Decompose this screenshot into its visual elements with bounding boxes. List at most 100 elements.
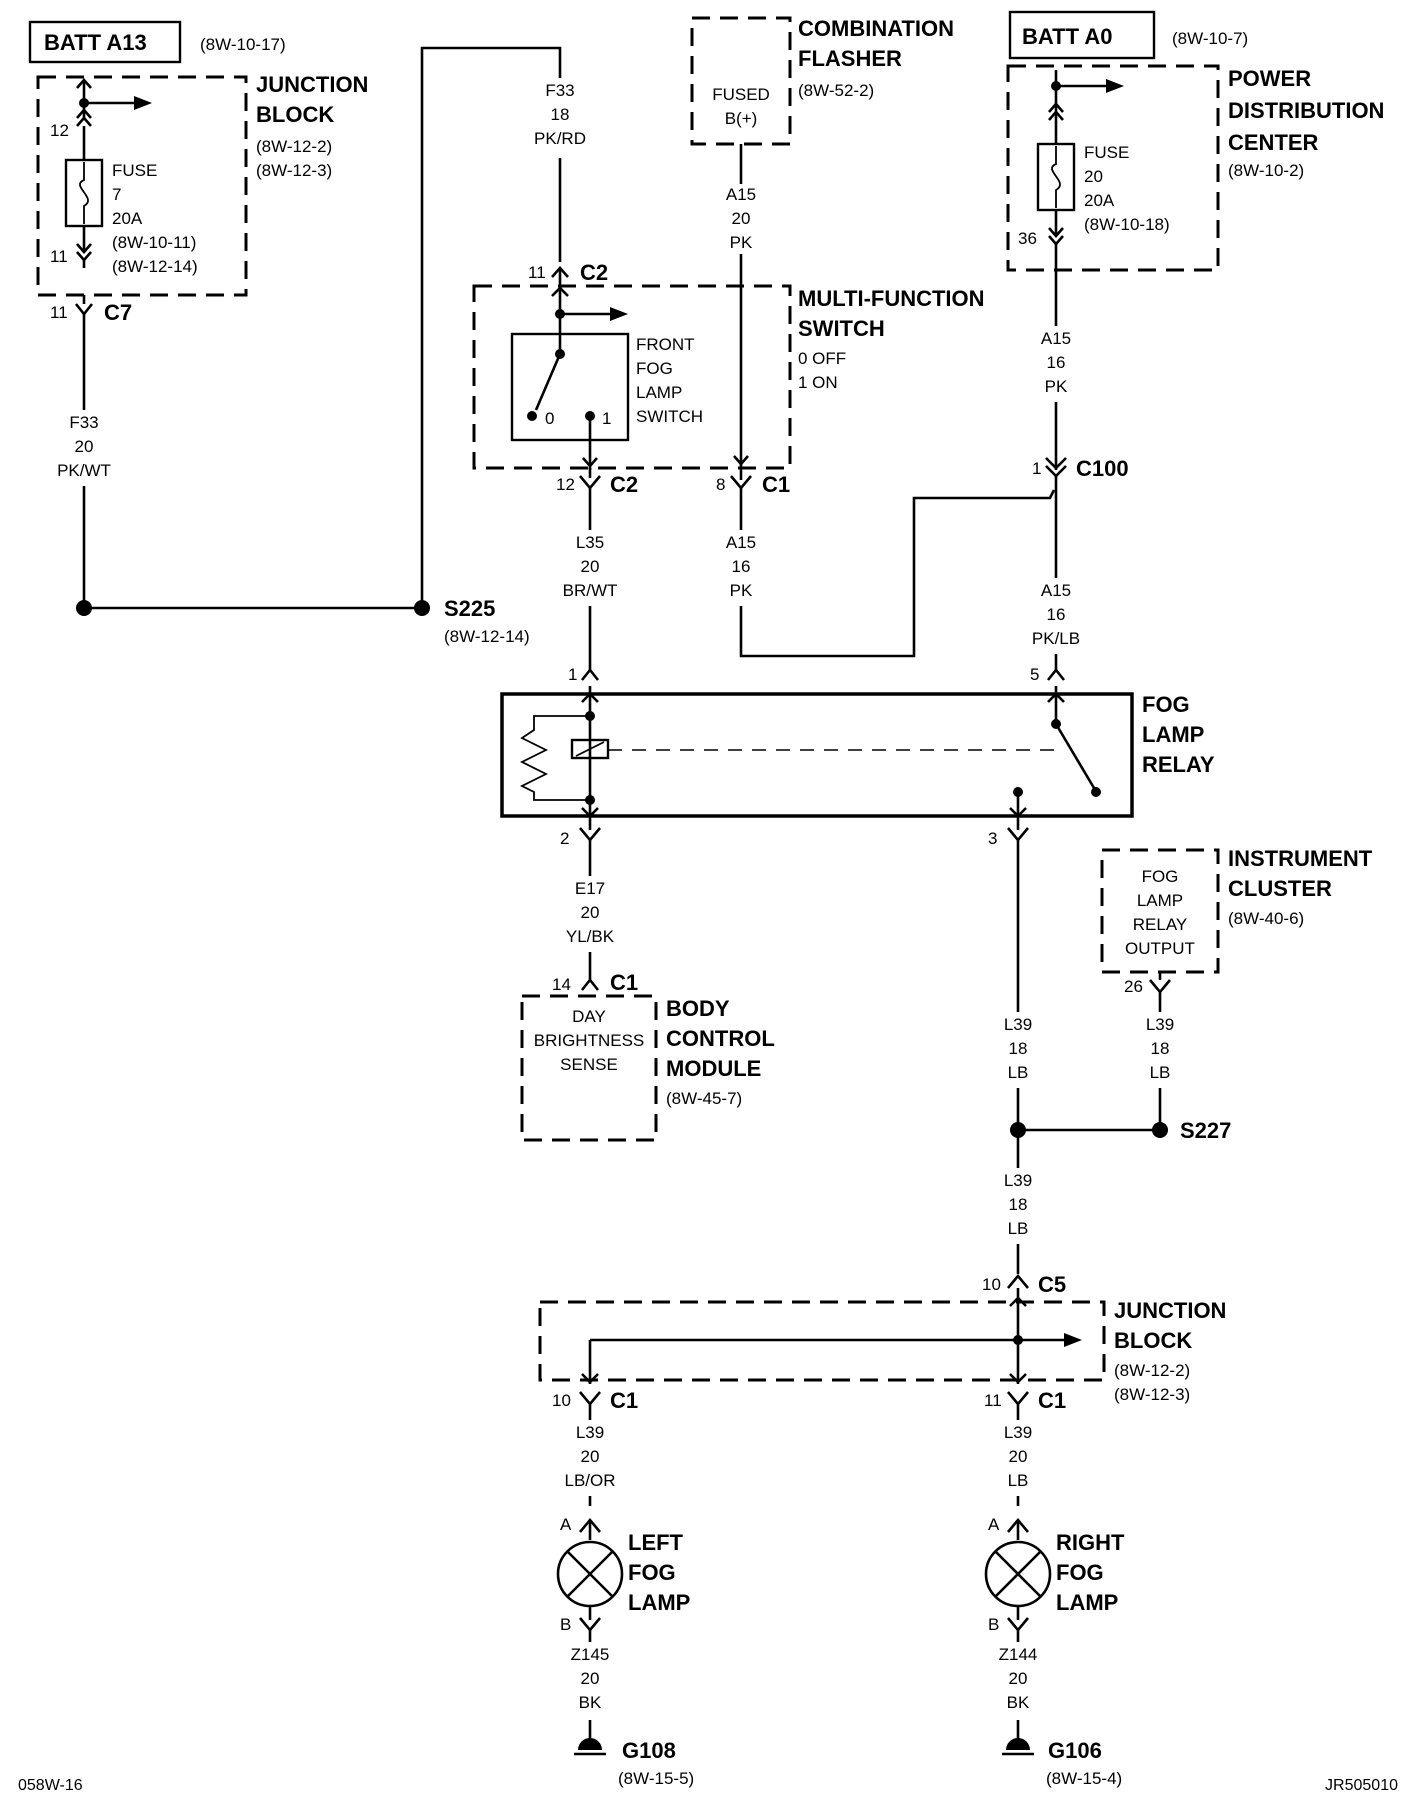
right-lamp-title-1: RIGHT bbox=[1056, 1530, 1125, 1555]
ic-pin-26: 26 bbox=[1124, 977, 1143, 996]
batt-a13-box bbox=[28, 20, 182, 64]
wire-a15-flasher-color: PK bbox=[730, 233, 753, 252]
pdc-input-connector bbox=[1048, 102, 1064, 121]
wire-l39-cluster-circuit: L39 bbox=[1146, 1015, 1174, 1034]
c7-label: C7 bbox=[104, 300, 132, 325]
ground-icon bbox=[1006, 1738, 1030, 1750]
ic-title-1: INSTRUMENT bbox=[1228, 846, 1373, 871]
wire-l35-gauge: 20 bbox=[581, 557, 600, 576]
batt-a0-label: BATT A0 bbox=[1022, 24, 1112, 49]
wire-a15-relay-color: PK/LB bbox=[1032, 629, 1080, 648]
wire-e17-color: YL/BK bbox=[566, 927, 615, 946]
wire-f33-left-circuit: F33 bbox=[69, 413, 98, 432]
flasher-ref: (8W-52-2) bbox=[798, 81, 874, 100]
wire-a15-relay-circuit: A15 bbox=[1041, 581, 1071, 600]
front-fog-lamp-switch-box bbox=[510, 332, 630, 442]
wire-l39-right-circuit: L39 bbox=[1004, 1423, 1032, 1442]
c5-label: C5 bbox=[1038, 1272, 1066, 1297]
jb-bottom-title-1: JUNCTION bbox=[1114, 1298, 1226, 1323]
jb-top-ref-2: (8W-12-3) bbox=[256, 161, 332, 180]
left-lamp-pin-a: A bbox=[560, 1515, 572, 1534]
lamp-bulb-icon bbox=[556, 1540, 624, 1608]
mfs-title-1: MULTI-FUNCTION bbox=[798, 286, 985, 311]
right-lamp-title-2: FOG bbox=[1056, 1560, 1104, 1585]
wire-z144-circuit: Z144 bbox=[999, 1645, 1038, 1664]
junction-block-top-outline bbox=[36, 75, 248, 297]
c2-top-pin: 11 bbox=[528, 263, 546, 282]
wire-l39-left-circuit: L39 bbox=[576, 1423, 604, 1442]
switch-inner-2: FOG bbox=[636, 359, 673, 378]
pdc-title-3: CENTER bbox=[1228, 130, 1319, 155]
wire-f33-top-color: PK/RD bbox=[534, 129, 586, 148]
multi-function-switch: MULTI-FUNCTION SWITCH 0 OFF 1 ON 11 C2 0… bbox=[472, 260, 985, 470]
ground-icon bbox=[578, 1738, 602, 1750]
c1-connector: 8 C1 bbox=[716, 472, 790, 497]
jb-bottom-ref-2: (8W-12-3) bbox=[1114, 1385, 1190, 1404]
jb-top-connector-12 bbox=[76, 108, 92, 127]
pdc-title-2: DISTRIBUTION bbox=[1228, 98, 1384, 123]
c5-pin: 10 bbox=[982, 1275, 1001, 1294]
batt-a13: BATT A13 (8W-10-17) bbox=[28, 20, 286, 64]
wire-f33-top-gauge: 18 bbox=[551, 105, 570, 124]
c2-bottom-label: C2 bbox=[610, 472, 638, 497]
bcm-ref: (8W-45-7) bbox=[666, 1089, 742, 1108]
left-lamp-title-1: LEFT bbox=[628, 1530, 684, 1555]
fuse-7-label: FUSE bbox=[112, 161, 157, 180]
flasher-title-2: FLASHER bbox=[798, 46, 902, 71]
right-lamp-pin-b: B bbox=[988, 1615, 999, 1634]
arrow-right-icon bbox=[134, 96, 152, 110]
ground-g106: G106 (8W-15-4) bbox=[1002, 1738, 1122, 1788]
ic-inner-1: FOG bbox=[1142, 867, 1179, 886]
arrow-right-icon bbox=[1064, 1333, 1082, 1347]
jb-bottom-title-2: BLOCK bbox=[1114, 1328, 1192, 1353]
wire-l39-left-color: LB/OR bbox=[564, 1471, 615, 1490]
relay-pin-3: 3 bbox=[988, 829, 997, 848]
pdc-outline bbox=[1006, 64, 1220, 272]
ic-inner-4: OUTPUT bbox=[1125, 939, 1195, 958]
relay-title-1: FOG bbox=[1142, 692, 1190, 717]
bcm-inner-2: BRIGHTNESS bbox=[534, 1031, 645, 1050]
c2-bottom-connector: 12 C2 bbox=[556, 468, 638, 497]
bcm-inner-1: DAY bbox=[572, 1007, 606, 1026]
wire-a15-relay-gauge: 16 bbox=[1047, 605, 1066, 624]
switch-inner-1: FRONT bbox=[636, 335, 695, 354]
batt-a0-box bbox=[1008, 10, 1156, 60]
wire-l39-lower-gauge: 18 bbox=[1009, 1195, 1028, 1214]
switch-pos-1: 1 bbox=[602, 409, 611, 428]
fuse-20-rating: 20A bbox=[1084, 191, 1115, 210]
bcm-pin-14: 14 bbox=[552, 975, 571, 994]
wire-l35-circuit: L35 bbox=[576, 533, 604, 552]
relay-pin-5: 5 bbox=[1030, 665, 1039, 684]
footer-right-code: JR505010 bbox=[1325, 1777, 1398, 1794]
relay-title-3: RELAY bbox=[1142, 752, 1215, 777]
wire-l39-lower-color: LB bbox=[1008, 1219, 1029, 1238]
c5-connector: 10 C5 bbox=[982, 1272, 1066, 1297]
wire-a15-mid-circuit: A15 bbox=[726, 533, 756, 552]
mfs-title-2: SWITCH bbox=[798, 316, 885, 341]
switch-inner-4: SWITCH bbox=[636, 407, 703, 426]
fuse-7-ref-1: (8W-10-11) bbox=[112, 233, 196, 252]
relay-title-2: LAMP bbox=[1142, 722, 1204, 747]
wire-f33-left-color: PK/WT bbox=[57, 461, 111, 480]
wire-e17-gauge: 20 bbox=[581, 903, 600, 922]
right-fog-lamp: A RIGHT FOG LAMP B bbox=[984, 1515, 1125, 1634]
batt-a13-label: BATT A13 bbox=[44, 30, 147, 55]
wire-e17-circuit: E17 bbox=[575, 879, 605, 898]
relay-coil bbox=[570, 738, 610, 760]
ground-g108: G108 (8W-15-5) bbox=[574, 1738, 694, 1788]
mfs-state-on: 1 ON bbox=[798, 373, 838, 392]
splice-s225-label: S225 bbox=[444, 596, 495, 621]
arrow-right-icon bbox=[1106, 79, 1124, 93]
c1-label: C1 bbox=[762, 472, 790, 497]
jb-bottom-right-conn: C1 bbox=[1038, 1388, 1066, 1413]
flasher-inner-1: FUSED bbox=[712, 85, 770, 104]
fuse-7-number: 7 bbox=[112, 185, 121, 204]
fuse-20-ref: (8W-10-18) bbox=[1084, 215, 1170, 234]
fuse-7-rating: 20A bbox=[112, 209, 143, 228]
wire-a15-pdc-color: PK bbox=[1045, 377, 1068, 396]
ground-g108-ref: (8W-15-5) bbox=[618, 1769, 694, 1788]
wire-l39-relay-gauge: 18 bbox=[1009, 1039, 1028, 1058]
bcm-conn-c1: C1 bbox=[610, 970, 638, 995]
batt-a0-ref: (8W-10-7) bbox=[1172, 29, 1248, 48]
